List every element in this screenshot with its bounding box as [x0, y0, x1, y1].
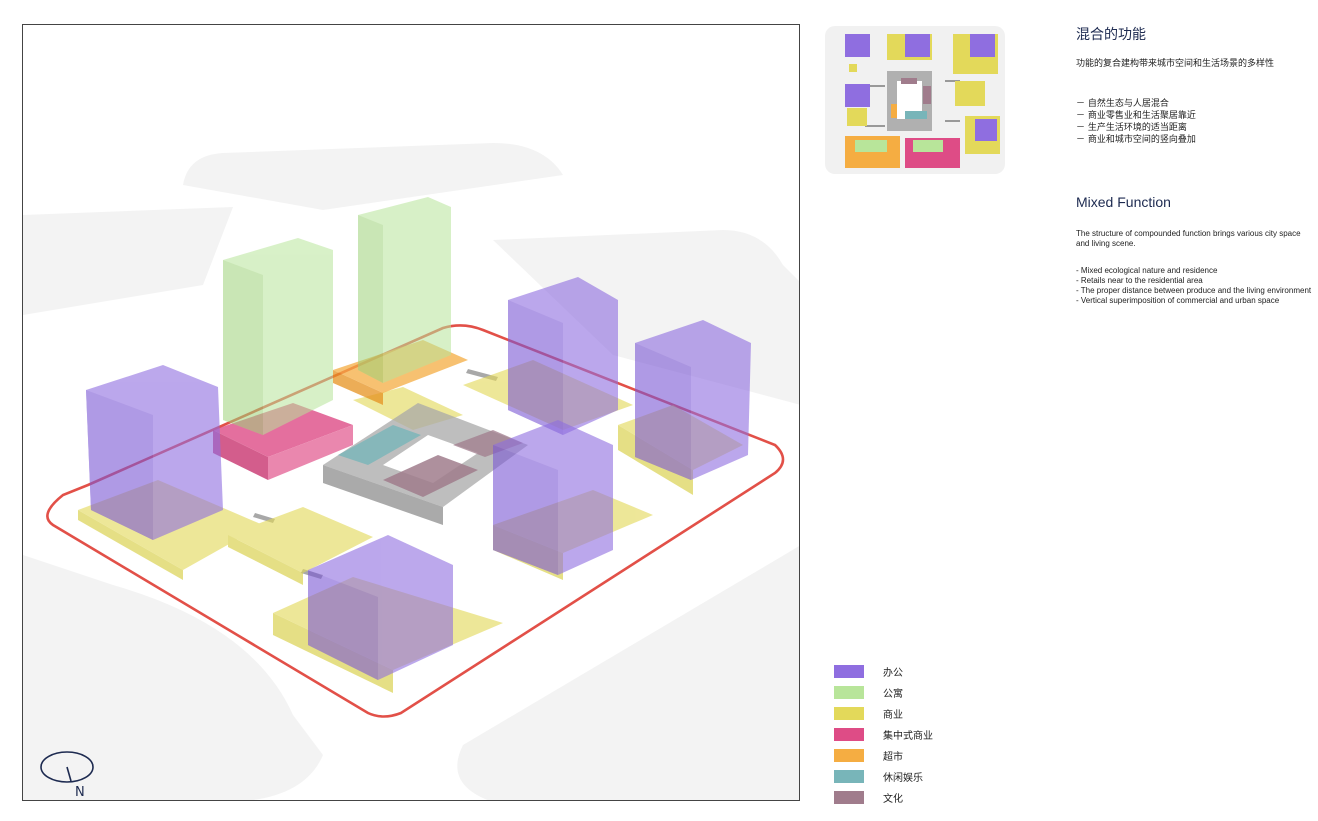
legend-label: 办公	[883, 668, 903, 679]
legend-label: 休闲娱乐	[883, 773, 923, 784]
legend-label: 商业	[883, 710, 903, 721]
apartment-tower-left	[223, 238, 333, 435]
legend-label: 集中式商业	[883, 731, 933, 742]
office-swatch-icon	[834, 665, 864, 678]
culture-swatch-icon	[834, 791, 864, 804]
legend-label: 超市	[883, 752, 903, 763]
legend-item-culture: 文化	[834, 789, 974, 805]
list-en-item: - Retails near to the residential area	[1076, 276, 1203, 285]
legend-label: 文化	[883, 794, 903, 805]
office-tower-west	[86, 365, 223, 540]
list-cn-item: － 商业零售业和生活聚居靠近	[1076, 111, 1196, 121]
intro-cn: 功能的复合建构带来城市空间和生活场景的多样性	[1076, 59, 1275, 69]
legend-item-central-commercial: 集中式商业	[834, 726, 974, 742]
apartment-tower-right	[358, 197, 451, 383]
list-cn-item: － 商业和城市空间的竖向叠加	[1076, 135, 1196, 145]
list-cn-item: － 生产生活环境的适当距离	[1076, 123, 1187, 133]
office-tower-center	[493, 420, 613, 575]
intro-en: The structure of compounded function bri…	[1076, 229, 1301, 248]
central-courtyard	[323, 403, 528, 525]
office-tower-south	[308, 535, 453, 680]
office-tower-north	[508, 277, 618, 435]
loop-road	[46, 324, 785, 718]
site-diagram	[23, 143, 799, 800]
site-plan-thumbnail	[825, 26, 1005, 174]
legend-item-office: 办公	[834, 663, 974, 679]
office-tower-east	[635, 320, 751, 480]
central-commercial-block	[213, 403, 353, 480]
north-compass-icon	[40, 751, 94, 783]
list-en-item: - The proper distance between produce an…	[1076, 286, 1312, 295]
title-cn: 混合的功能	[1076, 27, 1146, 43]
supermarket-swatch-icon	[834, 749, 864, 762]
legend-item-leisure: 休闲娱乐	[834, 768, 974, 784]
central-commercial-swatch-icon	[834, 728, 864, 741]
site-plan-drawing	[845, 34, 1000, 168]
legend-label: 公寓	[883, 689, 903, 700]
legend-item-supermarket: 超市	[834, 747, 974, 763]
axonometric-view: N	[22, 24, 800, 801]
list-cn-item: － 自然生态与人居混合	[1076, 99, 1169, 109]
legend-item-commercial: 商业	[834, 705, 974, 721]
apartment-swatch-icon	[834, 686, 864, 699]
list-en: - Mixed ecological nature and residence …	[1076, 266, 1316, 306]
legend-item-apartment: 公寓	[834, 684, 974, 700]
list-en-item: - Mixed ecological nature and residence	[1076, 266, 1218, 275]
title-en: Mixed Function	[1076, 194, 1171, 210]
leisure-swatch-icon	[834, 770, 864, 783]
compass-north-label: N	[75, 785, 85, 800]
list-cn: － 自然生态与人居混合 － 商业零售业和生活聚居靠近 － 生产生活环境的适当距离…	[1076, 98, 1316, 146]
commercial-swatch-icon	[834, 707, 864, 720]
list-en-item: - Vertical superimposition of commercial…	[1076, 296, 1280, 305]
